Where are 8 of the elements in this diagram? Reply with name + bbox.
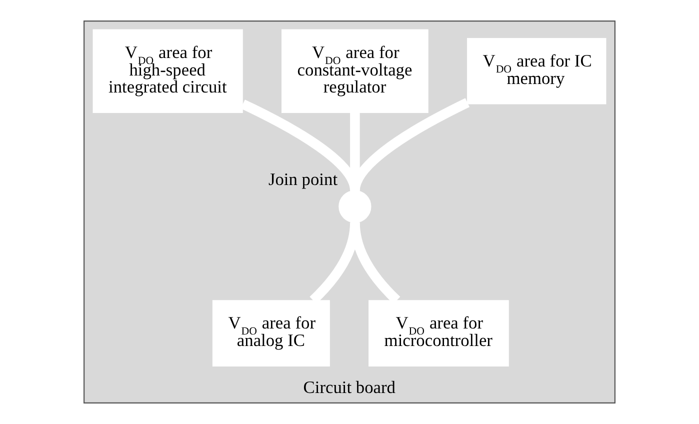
- connector: [350, 98, 470, 192]
- node-box: V$_{DO}$ area for high-speed integrated circuit: [92, 29, 243, 113]
- node-box: V$_{DO}$ area for IC memory: [467, 38, 606, 104]
- node-label: Join point: [268, 169, 338, 190]
- node-box: V$_{DO}$ area for constant-voltage regulator: [282, 29, 428, 113]
- node-circle: [338, 190, 372, 223]
- node-box: V$_{DO}$ area for analog IC: [212, 300, 330, 366]
- node-box: V$_{DO}$ area for microcontroller: [368, 300, 509, 366]
